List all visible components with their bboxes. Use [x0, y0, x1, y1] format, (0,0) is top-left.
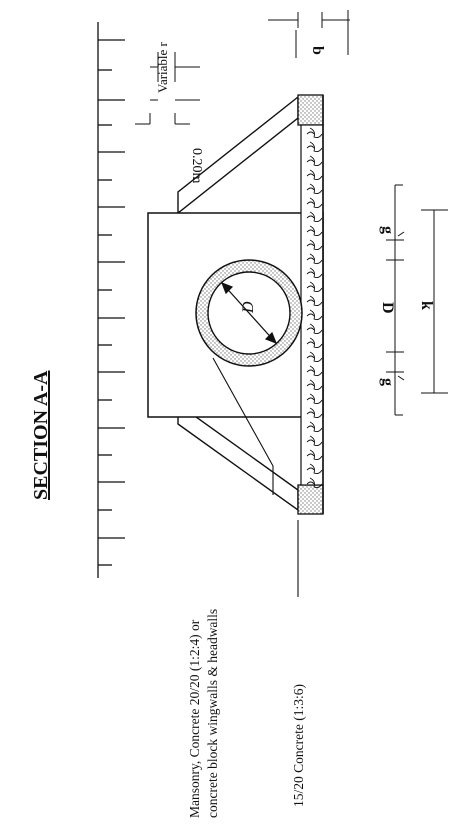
pipe-diameter-arrow: [220, 281, 278, 345]
rubble-stone: [306, 253, 323, 265]
rubble-stone: [306, 183, 323, 195]
rubble-stone: [306, 435, 323, 447]
rubble-stone: [306, 155, 323, 167]
rubble-stone: [306, 407, 323, 419]
rubble-stone: [306, 281, 323, 293]
base-note: 15/20 Concrete (1:3:6): [291, 684, 306, 807]
variable-label: Variable r: [155, 41, 170, 93]
rubble-stone: [306, 449, 323, 461]
D-label: D: [379, 302, 396, 314]
rubble-stone: [306, 309, 323, 321]
rubble-stone: [306, 351, 323, 363]
rubble-stone: [306, 463, 323, 475]
thickness-label: 0.20m: [189, 148, 204, 184]
rubble-stone: [306, 393, 323, 405]
rubble-stone: [306, 267, 323, 279]
rubble-stone: [306, 323, 323, 335]
thickness-dimension: [135, 113, 190, 125]
masonry-note-line1: Mansonry, Concrete 20/20 (1:2:4) or: [187, 619, 202, 818]
rubble-stone: [306, 211, 323, 223]
rubble-stone: [306, 337, 323, 349]
pipe-diameter-label: D: [240, 301, 257, 314]
ground-line: [97, 22, 125, 578]
rubble-stone: [306, 127, 323, 139]
gdg-dimension: [386, 184, 405, 416]
rubble-stone: [306, 225, 323, 237]
rubble-stone: [306, 477, 323, 489]
g-label-left: g: [379, 378, 396, 386]
k-label: k: [418, 301, 435, 310]
rubble-stone: [306, 239, 323, 251]
rubble-stone: [306, 379, 323, 391]
rubble-stone: [306, 169, 323, 181]
variable-dimension: [150, 52, 200, 101]
base-end-block-top: [297, 94, 324, 126]
rubble-bedding: [300, 124, 324, 489]
rubble-stone: [306, 197, 323, 209]
rubble-stone: [306, 295, 323, 307]
g-label-right: g: [379, 226, 396, 234]
base-end-block-bottom: [297, 484, 324, 515]
rubble-stone: [306, 365, 323, 377]
rubble-stone: [306, 421, 323, 433]
k-dimension: [421, 209, 448, 394]
masonry-leader: [212, 357, 274, 495]
b-label: b: [309, 46, 326, 55]
wingwall-bottom: [177, 402, 299, 512]
section-title: SECTION A-A: [30, 370, 52, 500]
masonry-note-line2: concrete block wingwalls & headwalls: [205, 609, 220, 818]
b-dimension: [268, 10, 350, 58]
rubble-stone: [306, 141, 323, 153]
